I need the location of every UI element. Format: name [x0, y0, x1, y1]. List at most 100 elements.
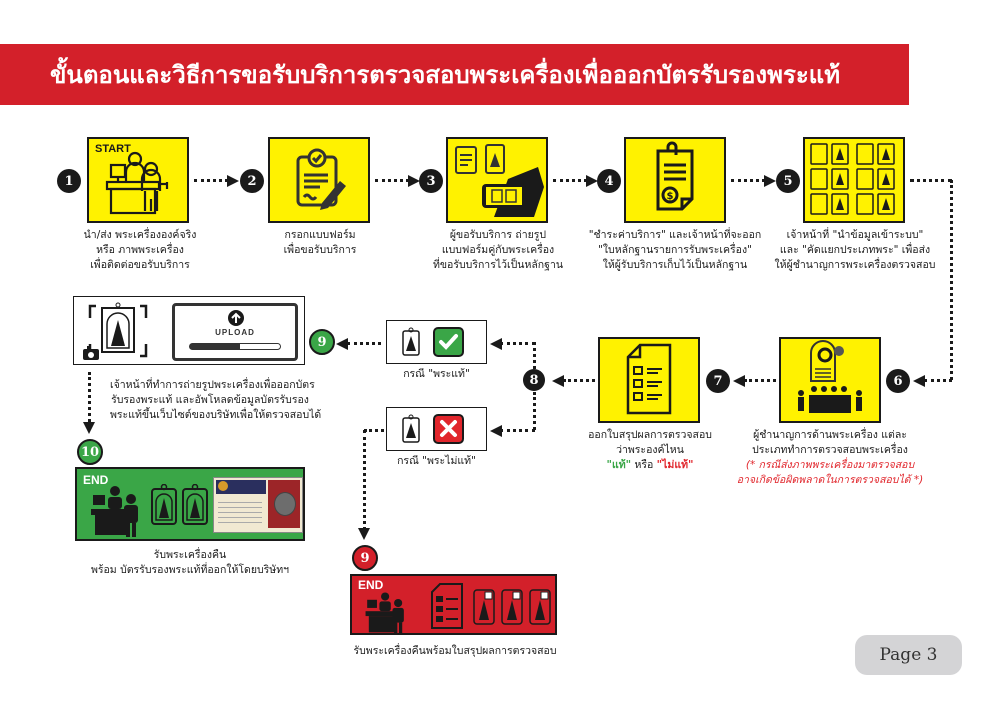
step-7-card: [598, 337, 700, 423]
arrow-right-icon: [227, 175, 239, 187]
end-label: END: [83, 473, 109, 487]
connector-6-7: [744, 379, 776, 382]
caption-line: เพื่อติดต่อขอรับบริการ: [90, 259, 190, 271]
upload-progress-fill: [190, 344, 240, 349]
connector-fake-down: [363, 430, 366, 530]
step-number-8: 8: [523, 369, 545, 391]
arrow-down-icon: [358, 528, 370, 540]
certificate-amulet-photo: [268, 480, 300, 528]
branch-down-line: [533, 392, 536, 430]
caption-line: เจ้าหน้าที่ทำการถ่ายรูปพระเครื่องเพื่อออ…: [110, 379, 315, 391]
genuine-outcome-caption: กรณี "พระแท้": [403, 368, 470, 380]
amulet-icon: [182, 484, 208, 525]
photo-upload-card: UPLOAD: [73, 296, 305, 365]
step-3-card: [446, 137, 548, 223]
connector-4-5: [731, 179, 765, 182]
service-counter-icon: [91, 486, 138, 537]
amulet-icon: [529, 589, 551, 625]
warning-note-line: (* กรณีส่งภาพพระเครื่องมาตรวจสอบ: [745, 459, 915, 471]
caption-line: แบบฟอร์มคู่กับพระเครื่อง: [441, 244, 555, 256]
caption-line: "ชำระค่าบริการ" และเจ้าหน้าที่จะออก: [588, 229, 762, 241]
genuine-result-label: "แท้": [606, 459, 632, 471]
fake-result-label: "ไม่แท้": [656, 459, 694, 471]
title-banner: ขั้นตอนและวิธีการขอรับบริการตรวจสอบพระเค…: [0, 44, 909, 105]
arrow-left-icon: [733, 375, 745, 387]
connector-7-8: [563, 379, 595, 382]
caption-line: กรอกแบบฟอร์ม: [284, 229, 356, 241]
step-6-caption: ผู้ชำนาญการด้านพระเครื่อง แต่ละ ประเภททำ…: [735, 428, 925, 488]
caption-line: รับรองพระแท้ และอัพโหลดข้อมูลบัตรรับรอง: [111, 394, 309, 406]
connector-genuine-9: [347, 342, 381, 345]
caption-line: ให้ผู้ชำนาญการพระเครื่องตรวจสอบ: [774, 259, 936, 271]
amulet-icon: [473, 589, 495, 625]
step-6-card: [779, 337, 881, 423]
connector-5-6-top: [910, 179, 952, 182]
caption-line: ว่าพระองค์ไหน: [616, 444, 684, 456]
step-4-caption: "ชำระค่าบริการ" และเจ้าหน้าที่จะออก "ใบห…: [585, 228, 765, 273]
branch-up-line: [533, 342, 536, 369]
caption-line: "ใบหลักฐานรายการรับพระเครื่อง": [598, 244, 752, 256]
arrow-left-icon: [490, 338, 502, 350]
caption-line: หรือ ภาพพระเครื่อง: [96, 244, 184, 256]
upload-label: UPLOAD: [215, 328, 255, 337]
caption-line: ประเภททำการตรวจสอบพระเครื่อง: [752, 444, 908, 456]
genuine-end-caption: รับพระเครื่องคืน พร้อม บัตรรับรองพระแท้ท…: [60, 548, 320, 578]
end-label: END: [358, 578, 384, 592]
genuine-outcome-card: [386, 320, 487, 364]
fake-outcome-card: [386, 407, 487, 451]
arrow-left-icon: [336, 338, 348, 350]
data-entry-grid-icon: [810, 143, 895, 215]
step-number-10: 10: [77, 439, 103, 465]
service-counter-icon: [105, 151, 169, 215]
check-icon: [433, 327, 464, 357]
caption-line: พระแท้ขึ้นเว็บไซต์ของบริษัทเพื่อให้ตรวจส…: [110, 409, 322, 421]
step-5-card: [803, 137, 905, 223]
connector-2-3: [375, 179, 409, 182]
step-number-1: 1: [57, 169, 81, 193]
step-number-9-genuine: 9: [309, 329, 335, 355]
fake-end-card: END: [350, 574, 557, 635]
arrow-right-icon: [586, 175, 598, 187]
branch-to-fake: [500, 429, 535, 432]
arrow-left-icon: [552, 375, 564, 387]
connector-5-6-side: [950, 180, 953, 380]
amulet-icon: [501, 589, 523, 625]
connector-3-4: [553, 179, 587, 182]
page-label: Page 3: [879, 645, 938, 665]
caption-line: นำ/ส่ง พระเครื่ององค์จริง: [83, 229, 197, 241]
caption-line: เพื่อขอรับบริการ: [283, 244, 357, 256]
checklist-report-icon: [431, 583, 463, 629]
start-label: START: [95, 143, 131, 155]
caption-line: รับพระเครื่องคืน: [153, 549, 227, 561]
step-number-7: 7: [706, 369, 730, 393]
step-number-4: 4: [597, 169, 621, 193]
certificate-emblem-icon: [218, 481, 228, 491]
step-number-6: 6: [886, 369, 910, 393]
service-counter-icon: [365, 592, 404, 634]
arrow-right-icon: [764, 175, 776, 187]
camera-icon: [83, 346, 99, 360]
caption-line: ออกใบสรุปผลการตรวจสอบ: [588, 429, 712, 441]
step-5-caption: เจ้าหน้าที่ "นำข้อมูลเข้าระบบ" และ "คัดแ…: [765, 228, 945, 273]
upload-arrow-icon: [228, 310, 244, 326]
caption-line: ให้ผู้รับบริการเก็บไว้เป็นหลักฐาน: [602, 259, 748, 271]
amulet-icon: [151, 484, 177, 525]
step-7-caption: ออกใบสรุปผลการตรวจสอบ ว่าพระองค์ไหน "แท้…: [570, 428, 730, 473]
clipboard-form-icon: [296, 148, 346, 210]
step-number-3: 3: [419, 169, 443, 193]
result-line: "แท้" หรือ "ไม่แท้": [570, 458, 730, 473]
step-number-9-fake: 9: [352, 545, 378, 571]
certificate-text-lines: [218, 498, 262, 524]
caption-line: และ "คัดแยกประเภทพระ" เพื่อส่ง: [779, 244, 931, 256]
amulet-icon: [402, 327, 420, 356]
caption-line: ผู้ชำนาญการด้านพระเครื่อง แต่ละ: [753, 429, 907, 441]
arrow-left-icon: [490, 425, 502, 437]
arrow-left-icon: [913, 375, 925, 387]
caption-line: พร้อม บัตรรับรองพระแท้ที่ออกให้โดยบริษัท…: [90, 564, 290, 576]
step-2-card: [268, 137, 370, 223]
genuine-end-card: END: [75, 467, 305, 541]
arrow-right-icon: [408, 175, 420, 187]
certificate-card-image: [213, 477, 303, 533]
svg-text:$: $: [667, 191, 674, 202]
receipt-document-icon: $: [656, 141, 694, 211]
